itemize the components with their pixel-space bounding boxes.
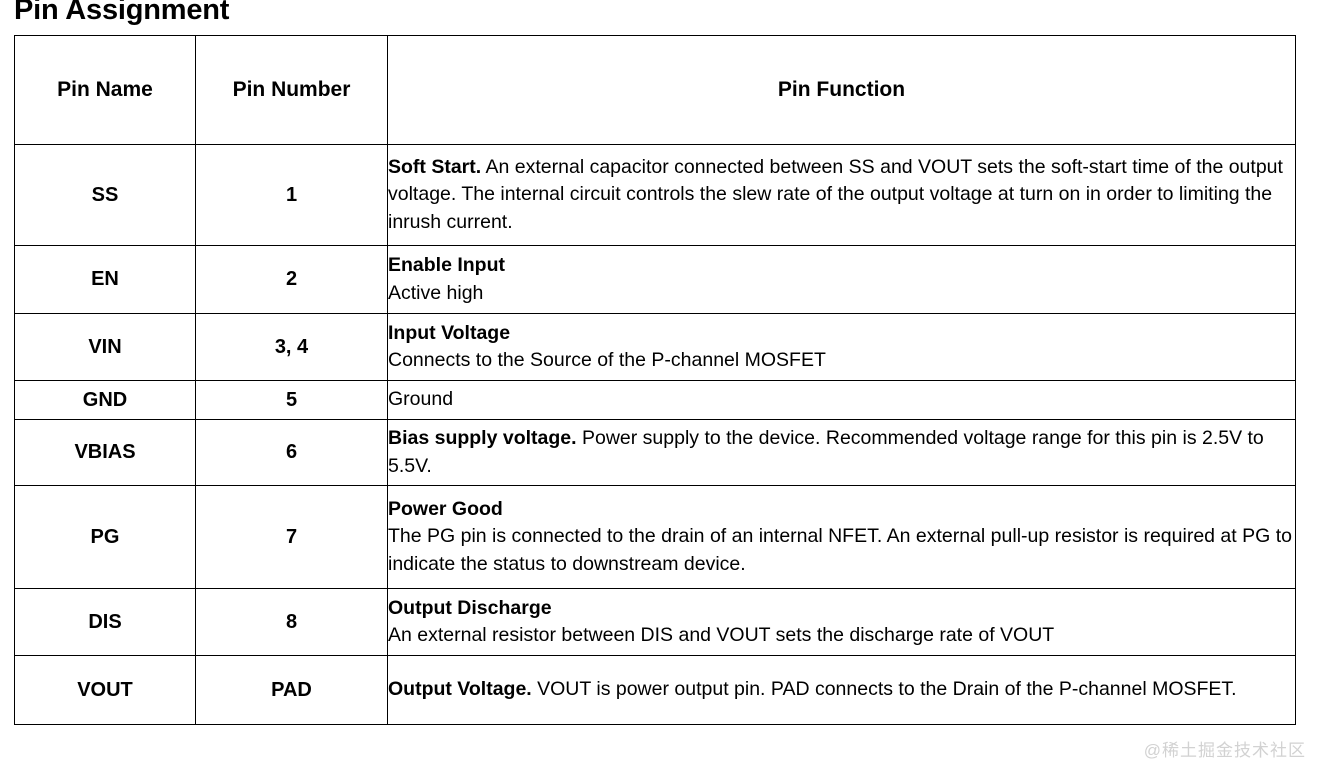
- column-header-pin-number: Pin Number: [195, 35, 388, 145]
- table-row: SS 1 Soft Start. An external capacitor c…: [14, 144, 1296, 246]
- function-lead: Output Discharge: [388, 596, 552, 619]
- function-lead: Soft Start.: [388, 155, 482, 178]
- cell-pin-name: GND: [14, 380, 196, 420]
- cell-pin-name: SS: [14, 144, 196, 246]
- cell-pin-number: 7: [195, 485, 388, 589]
- table-row: GND 5 Ground: [14, 380, 1296, 420]
- cell-pin-name: PG: [14, 485, 196, 589]
- table-header-row: Pin Name Pin Number Pin Function: [14, 35, 1296, 145]
- function-body: The PG pin is connected to the drain of …: [388, 525, 1292, 575]
- table-row: VOUT PAD Output Voltage. VOUT is power o…: [14, 655, 1296, 725]
- table-row: DIS 8 Output Discharge An external resist…: [14, 588, 1296, 656]
- function-body: Power supply to the device. Recommended …: [388, 427, 1264, 477]
- function-lead: Output Voltage.: [388, 678, 532, 701]
- cell-pin-number: 3, 4: [195, 313, 388, 381]
- function-lead: Bias supply voltage.: [388, 427, 577, 449]
- cell-pin-function: Output Discharge An external resistor bet…: [387, 588, 1296, 656]
- cell-pin-name: VBIAS: [14, 419, 196, 486]
- function-lead: Power Good: [388, 497, 503, 520]
- page-title: Pin Assignment: [14, 0, 230, 26]
- cell-pin-number: 5: [195, 380, 388, 420]
- cell-pin-function: Ground: [387, 380, 1296, 420]
- cell-pin-function: Soft Start. An external capacitor connec…: [387, 144, 1296, 246]
- pin-assignment-table: Pin Name Pin Number Pin Function SS 1 So…: [14, 35, 1296, 725]
- table-row: VBIAS 6 Bias supply voltage. Power suppl…: [14, 419, 1296, 486]
- table-body: SS 1 Soft Start. An external capacitor c…: [14, 144, 1296, 725]
- function-lead: Enable Input: [388, 254, 505, 276]
- cell-pin-number: 8: [195, 588, 388, 656]
- cell-pin-number: 6: [195, 419, 388, 486]
- cell-pin-name: VOUT: [14, 655, 196, 725]
- function-lead: Input Voltage: [388, 321, 511, 344]
- function-body: An external capacitor connected between …: [388, 155, 1283, 233]
- cell-pin-number: 2: [195, 245, 388, 314]
- cell-pin-function: Bias supply voltage. Power supply to the…: [387, 419, 1296, 486]
- function-body: An external resistor between DIS and VOU…: [388, 624, 1055, 646]
- function-body: Ground: [388, 388, 454, 411]
- function-body: VOUT is power output pin. PAD connects t…: [531, 678, 1237, 701]
- function-body: Active high: [388, 281, 484, 304]
- cell-pin-number: 1: [195, 144, 388, 246]
- function-body: Connects to the Source of the P-channel …: [388, 349, 826, 371]
- cell-pin-name: DIS: [14, 588, 196, 656]
- cell-pin-name: EN: [14, 245, 196, 314]
- column-header-pin-name: Pin Name: [14, 35, 196, 145]
- cell-pin-number: PAD: [195, 655, 388, 725]
- watermark: @稀土掘金技术社区: [1143, 741, 1306, 760]
- column-header-pin-function: Pin Function: [387, 35, 1296, 145]
- cell-pin-name: VIN: [14, 313, 196, 381]
- cell-pin-function: Output Voltage. VOUT is power output pin…: [387, 655, 1296, 725]
